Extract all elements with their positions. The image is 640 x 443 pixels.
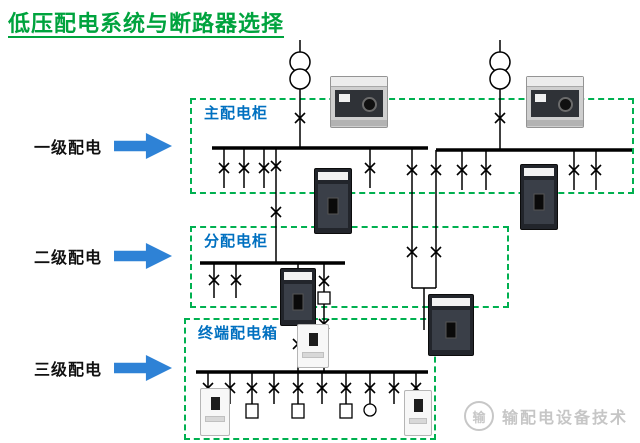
- acb-top-panel: [331, 77, 387, 87]
- watermark: 输 输配电设备技术: [463, 401, 628, 431]
- mccb-label-strip: [284, 272, 312, 280]
- mccb-toggle-area: [432, 310, 470, 350]
- load-symbol: [291, 403, 305, 419]
- miniature-breaker-photo: [404, 390, 432, 436]
- acb-base: [527, 120, 583, 126]
- molded-case-breaker-photo: [314, 168, 352, 234]
- main-cabinet-label: 主配电柜: [204, 105, 269, 122]
- transformer-icon: [289, 68, 311, 90]
- level-1-row: 一级配电: [34, 133, 173, 159]
- air-circuit-breaker-photo: [330, 76, 388, 128]
- miniature-breaker-photo: [200, 388, 230, 436]
- mccb-label-strip: [524, 168, 554, 176]
- page-title: 低压配电系统与断路器选择: [8, 11, 285, 36]
- level-2-arrow-icon: [114, 243, 173, 269]
- level-2-label: 二级配电: [34, 250, 103, 267]
- busbars: [196, 146, 632, 374]
- acb-front-face: [531, 90, 579, 117]
- mccb-label-strip: [432, 298, 470, 306]
- terminal-box-label: 终端配电箱: [198, 325, 279, 342]
- acb-base: [331, 120, 387, 126]
- level-3-row: 三级配电: [34, 355, 173, 381]
- mccb-toggle-area: [318, 184, 348, 228]
- molded-case-breaker-photo: [280, 268, 316, 326]
- level-2-row: 二级配电: [34, 243, 173, 269]
- molded-case-breaker-photo: [520, 164, 558, 230]
- acb-front-face: [335, 90, 383, 117]
- watermark-logo-icon: 输: [463, 401, 494, 431]
- acb-top-panel: [527, 77, 583, 87]
- transformer-icons: [289, 51, 511, 90]
- load-symbol: [363, 403, 377, 417]
- level-3-label: 三级配电: [34, 362, 103, 379]
- mccb-label-strip: [318, 172, 348, 180]
- molded-case-breaker-photo: [428, 294, 474, 356]
- mccb-toggle-area: [284, 284, 312, 320]
- air-circuit-breaker-photo: [526, 76, 584, 128]
- transformer-icon: [489, 68, 511, 90]
- level-3-arrow-icon: [114, 355, 173, 381]
- level-1-arrow-icon: [114, 133, 173, 159]
- load-symbol: [339, 403, 353, 419]
- miniature-breaker-photo: [297, 324, 329, 368]
- watermark-text: 输配电设备技术: [501, 410, 628, 427]
- level-1-label: 一级配电: [34, 140, 103, 157]
- load-symbol: [245, 403, 259, 419]
- meter-symbol: [317, 291, 331, 305]
- breaker-x-icons: [202, 112, 602, 394]
- sub-cabinet-label: 分配电柜: [204, 233, 269, 250]
- mccb-toggle-area: [524, 180, 554, 224]
- load-symbols: [245, 291, 377, 419]
